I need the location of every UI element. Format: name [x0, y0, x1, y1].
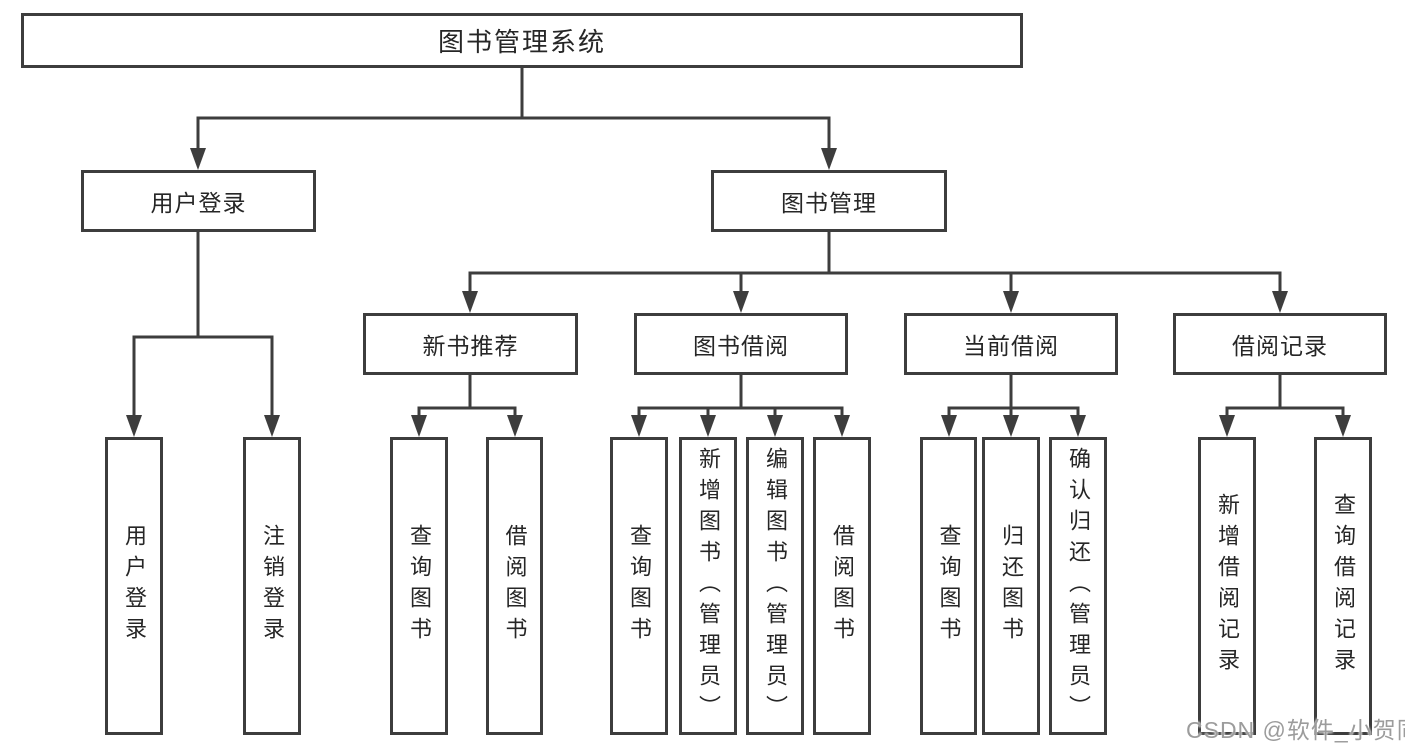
leaf-br-add-record-label: 新增借阅记录 — [1215, 493, 1240, 679]
leaf-rec-borrow-book-label: 借阅图书 — [502, 524, 528, 648]
leaf-bb-borrow-book: 借阅图书 — [813, 437, 871, 735]
leaf-logout-label: 注销登录 — [260, 524, 285, 648]
leaf-cb-return-book-label: 归还图书 — [999, 524, 1024, 648]
leaf-bb-add-book: 新增图书（管理员） — [679, 437, 737, 735]
watermark: CSDN @软件_小贺同学 — [1186, 717, 1405, 743]
node-root: 图书管理系统 — [21, 13, 1023, 68]
leaf-rec-query-book-label: 查询图书 — [407, 524, 432, 648]
edge-book-mgmt-to-level3 — [462, 232, 1288, 313]
leaf-user-login-label: 用户登录 — [122, 524, 147, 648]
leaf-br-query-record-label: 查询借阅记录 — [1331, 493, 1356, 679]
leaf-br-query-record: 查询借阅记录 — [1314, 437, 1372, 735]
leaf-bb-query-book: 查询图书 — [610, 437, 668, 735]
node-current-borrow-label: 当前借阅 — [963, 333, 1059, 359]
node-borrow-record: 借阅记录 — [1173, 313, 1387, 375]
node-book-borrow: 图书借阅 — [634, 313, 848, 375]
edge-user-login-to-leaves — [126, 232, 280, 437]
node-current-borrow: 当前借阅 — [904, 313, 1118, 375]
leaf-br-add-record: 新增借阅记录 — [1198, 437, 1256, 735]
leaf-rec-borrow-book: 借阅图书 — [486, 437, 543, 735]
leaf-user-login: 用户登录 — [105, 437, 163, 735]
node-new-book-rec: 新书推荐 — [363, 313, 578, 375]
node-user-login: 用户登录 — [81, 170, 316, 232]
node-book-mgmt-label: 图书管理 — [781, 190, 877, 216]
leaf-rec-query-book: 查询图书 — [390, 437, 448, 735]
edge-book-borrow-to-leaves — [631, 375, 850, 437]
leaf-bb-add-book-label: 新增图书（管理员） — [696, 446, 721, 726]
leaf-cb-return-book: 归还图书 — [982, 437, 1040, 735]
node-book-borrow-label: 图书借阅 — [693, 333, 789, 359]
edge-borrow-record-to-leaves — [1219, 375, 1351, 437]
leaf-cb-confirm-return: 确认归还（管理员） — [1049, 437, 1107, 735]
node-new-book-rec-label: 新书推荐 — [422, 333, 519, 359]
edge-current-borrow-to-leaves — [941, 375, 1086, 437]
leaf-bb-query-book-label: 查询图书 — [627, 524, 652, 648]
edge-root-to-level2 — [190, 68, 837, 170]
leaf-logout: 注销登录 — [243, 437, 301, 735]
leaf-bb-borrow-book-label: 借阅图书 — [830, 524, 855, 648]
node-root-label: 图书管理系统 — [437, 27, 606, 57]
leaf-cb-query-book-label: 查询图书 — [936, 524, 962, 648]
leaf-bb-edit-book-label: 编辑图书（管理员） — [763, 446, 788, 726]
leaf-cb-query-book: 查询图书 — [920, 437, 977, 735]
leaf-bb-edit-book: 编辑图书（管理员） — [746, 437, 804, 735]
node-book-mgmt: 图书管理 — [711, 170, 947, 232]
node-user-login-label: 用户登录 — [150, 190, 247, 216]
leaf-cb-confirm-return-label: 确认归还（管理员） — [1066, 446, 1091, 726]
edge-new-book-rec-to-leaves — [411, 375, 523, 437]
node-borrow-record-label: 借阅记录 — [1232, 333, 1328, 359]
